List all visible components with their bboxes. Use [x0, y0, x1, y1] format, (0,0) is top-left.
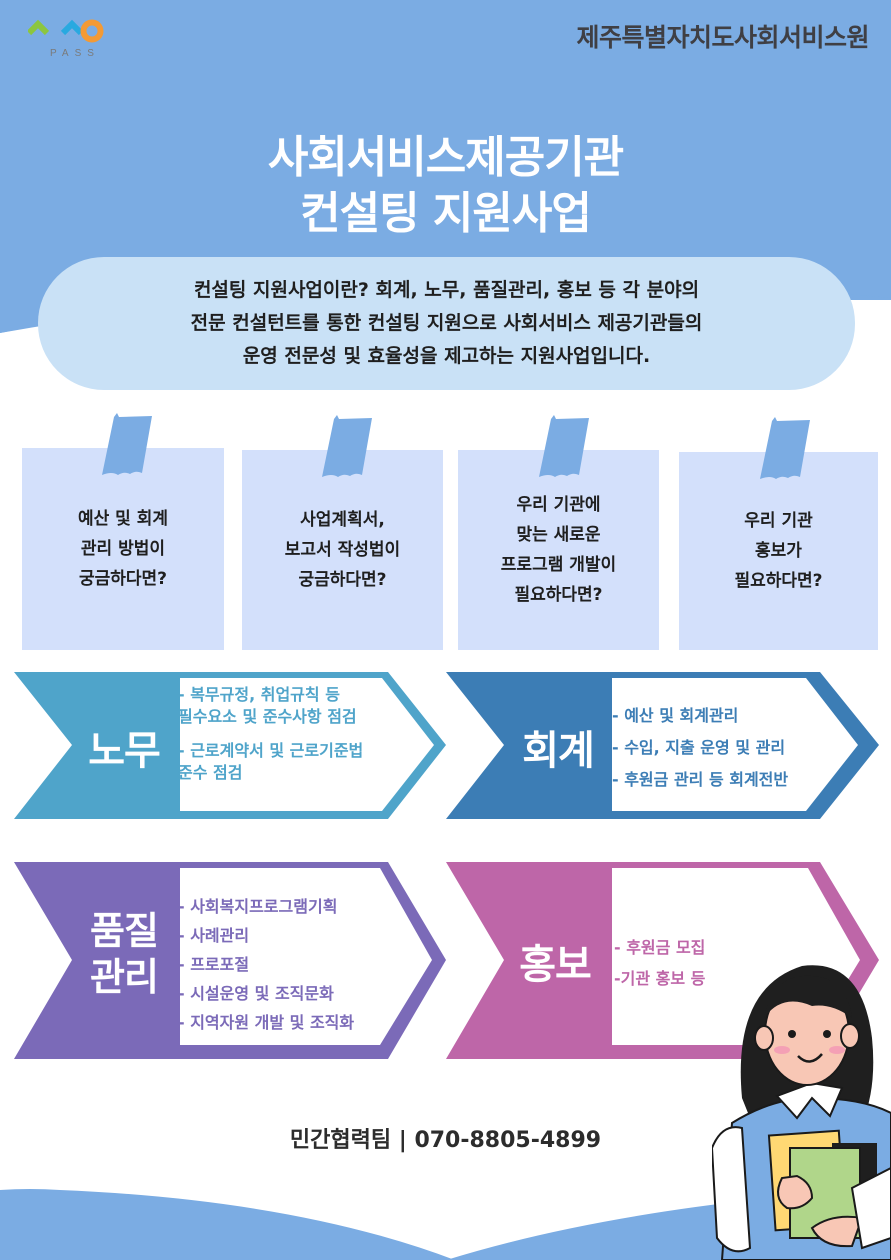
note-text: 사업계획서, 보고서 작성법이 궁금하다면? — [284, 510, 401, 590]
intro-line-3: 운영 전문성 및 효율성을 제고하는 지원사업입니다. — [242, 345, 651, 367]
area-item: - 사회복지프로그램기획 — [178, 897, 338, 916]
title-line-2: 컨설팅 지원사업 — [300, 188, 592, 239]
note-text: 예산 및 회계 관리 방법이 궁금하다면? — [77, 509, 169, 589]
tape-icon — [102, 413, 152, 475]
area-items-labor: - 복무규정, 취업규칙 등 필수요소 및 준수사항 점검 - 근로계약서 및 … — [178, 684, 363, 784]
area-item: - 지역자원 개발 및 조직화 — [178, 1013, 355, 1032]
arrow-quality — [14, 862, 446, 1059]
title-line-1: 사회서비스제공기관 — [267, 132, 624, 183]
area-item: - 복무규정, 취업규칙 등 필수요소 및 준수사항 점검 — [178, 685, 357, 726]
area-item: -기관 홍보 등 — [614, 969, 706, 988]
intro-box: 컨설팅 지원사업이란? 회계, 노무, 품질관리, 홍보 등 각 분야의 전문 … — [38, 257, 855, 390]
contact-info: 민간협력팀 | 070-8805-4899 — [289, 1128, 602, 1153]
area-items-quality: - 사회복지프로그램기획 - 사례관리 - 프로포절 - 시설운영 및 조직문화… — [178, 892, 354, 1037]
pass-logo: PASS — [26, 18, 128, 62]
note-text: 우리 기관에 맞는 새로운 프로그램 개발이 필요하다면? — [500, 495, 617, 605]
area-label-accounting: 회계 — [522, 728, 595, 774]
intro-line-1: 컨설팅 지원사업이란? 회계, 노무, 품질관리, 홍보 등 각 분야의 — [193, 279, 700, 301]
area-label-quality: 품질 관리 — [72, 908, 176, 1000]
note-budget: 예산 및 회계 관리 방법이 궁금하다면? — [22, 448, 224, 650]
intro-text: 컨설팅 지원사업이란? 회계, 노무, 품질관리, 홍보 등 각 분야의 전문 … — [191, 274, 703, 373]
intro-line-2: 전문 컨설턴트를 통한 컨설팅 지원으로 사회서비스 제공기관들의 — [190, 312, 703, 334]
arrow-accounting — [446, 672, 879, 819]
tape-icon — [539, 415, 589, 477]
logo-text: PASS — [50, 48, 100, 59]
tape-icon — [322, 415, 372, 477]
organization-name: 제주특별자치도사회서비스원 — [576, 23, 869, 52]
area-items-promotion: - 후원금 모집 -기관 홍보 등 — [614, 932, 705, 994]
area-item: - 후원금 모집 — [614, 938, 706, 957]
area-label-labor: 노무 — [88, 728, 161, 774]
note-program: 우리 기관에 맞는 새로운 프로그램 개발이 필요하다면? — [458, 450, 659, 650]
tape-icon — [760, 417, 810, 479]
area-label-promotion: 홍보 — [519, 942, 592, 988]
area-label-line-2: 관리 — [90, 955, 159, 999]
area-item: - 시설운영 및 조직문화 — [178, 984, 334, 1003]
page-title: 사회서비스제공기관 컨설팅 지원사업 — [0, 130, 891, 242]
area-item: - 프로포절 — [178, 955, 250, 974]
area-items-accounting: - 예산 및 회계관리 - 수입, 지출 운영 및 관리 - 후원금 관리 등 … — [612, 700, 788, 796]
area-label-line-1: 품질 — [90, 909, 159, 953]
girl-with-books-illustration — [712, 965, 891, 1260]
note-promotion: 우리 기관 홍보가 필요하다면? — [679, 452, 878, 650]
area-item: - 후원금 관리 등 회계전반 — [612, 770, 789, 789]
area-item: - 예산 및 회계관리 — [612, 706, 739, 725]
area-item: - 수입, 지출 운영 및 관리 — [612, 738, 786, 757]
note-report: 사업계획서, 보고서 작성법이 궁금하다면? — [242, 450, 443, 650]
logo-mark-icon — [26, 19, 104, 43]
area-item: - 사례관리 — [178, 926, 250, 945]
note-text: 우리 기관 홍보가 필요하다면? — [734, 511, 823, 591]
area-item: - 근로계약서 및 근로기준법 준수 점검 — [178, 741, 364, 782]
arrow-labor — [14, 672, 446, 819]
